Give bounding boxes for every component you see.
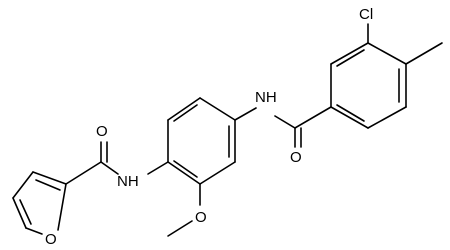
bond-double-inner [173, 160, 198, 178]
bond-double-inner [336, 49, 365, 67]
bond-nh-to-ring [234, 107, 257, 121]
bond-double-inner [19, 199, 32, 225]
carbonyl-oxygen-left-label: O [96, 123, 108, 140]
bond [12, 197, 27, 229]
bond-to-methyl [405, 42, 443, 65]
bond-carbonyl-to-nh [274, 115, 296, 129]
bond [167, 97, 201, 121]
bond-double-inner [336, 104, 365, 122]
bond-methoxy-oxygen-to-methyl [167, 220, 193, 237]
chloro-methyl-benzene-ring [330, 42, 407, 129]
bond [25, 227, 43, 235]
bond [330, 106, 369, 129]
bond [12, 171, 34, 199]
bond [199, 97, 236, 121]
bond [199, 161, 236, 185]
bond [167, 161, 201, 185]
furan-oxygen-label: O [45, 231, 57, 248]
bond [367, 42, 407, 65]
bond [330, 42, 369, 65]
methoxy-benzene-ring [167, 97, 236, 185]
bond [367, 106, 407, 129]
bond-ring-to-carbonyl [294, 106, 332, 129]
bond [32, 171, 67, 185]
furan-ring [12, 171, 67, 235]
chlorine-label: Cl [359, 6, 373, 23]
methoxy-oxygen-label: O [195, 209, 207, 226]
bond-ring-to-nh [147, 161, 169, 175]
amide-nh-left-label: NH [117, 173, 139, 190]
amide-nh-right-label: NH [255, 89, 277, 106]
bond-double-inner [35, 179, 61, 191]
bond-double-inner [173, 104, 198, 122]
bond-carbonyl-to-furan [65, 161, 102, 185]
bond-nh-to-carbonyl [100, 161, 119, 175]
carbonyl-oxygen-right-label: O [290, 149, 302, 166]
bond [57, 183, 67, 231]
